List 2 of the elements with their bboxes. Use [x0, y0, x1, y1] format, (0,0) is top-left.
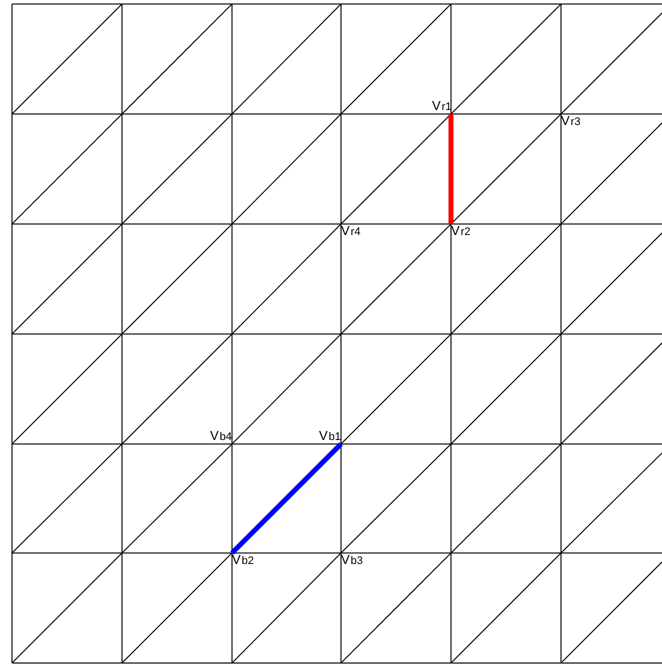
- highlighted-edge: [230, 442, 343, 555]
- highlighted-edge: [448, 114, 454, 224]
